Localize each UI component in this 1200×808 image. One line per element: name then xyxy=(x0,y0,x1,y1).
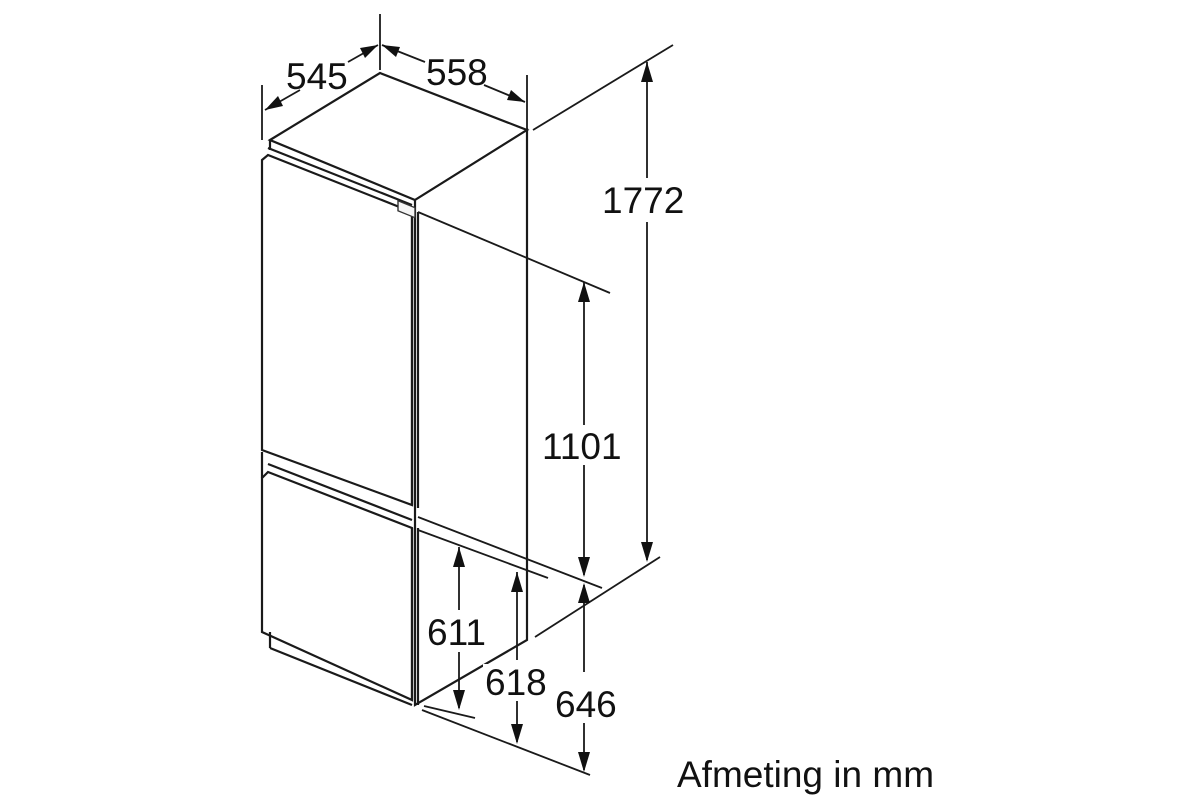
unit-caption: Afmeting in mm xyxy=(677,754,935,795)
dim-label-total-height: 1772 xyxy=(600,180,687,221)
dim-label-width: 558 xyxy=(426,52,488,93)
dim-line-1772 xyxy=(641,62,653,562)
dim-line-618 xyxy=(511,572,523,744)
cabinet-body xyxy=(267,71,530,707)
upper-door xyxy=(260,140,420,508)
top-dimensions xyxy=(261,14,528,140)
dim-label-upper-height: 1101 xyxy=(540,426,624,467)
dim-label-lower-inner: 618 xyxy=(483,662,549,703)
dim-line-611 xyxy=(453,547,465,710)
height-extension-lines xyxy=(417,44,674,776)
hinge-top xyxy=(397,199,416,219)
lower-door xyxy=(260,452,420,707)
dim-label-depth: 545 xyxy=(286,56,348,97)
dim-label-lower-outer: 646 xyxy=(553,684,619,725)
dim-line-1101 xyxy=(578,282,590,577)
dim-line-646 xyxy=(578,583,590,772)
dim-label-lower-door: 611 xyxy=(425,612,488,653)
